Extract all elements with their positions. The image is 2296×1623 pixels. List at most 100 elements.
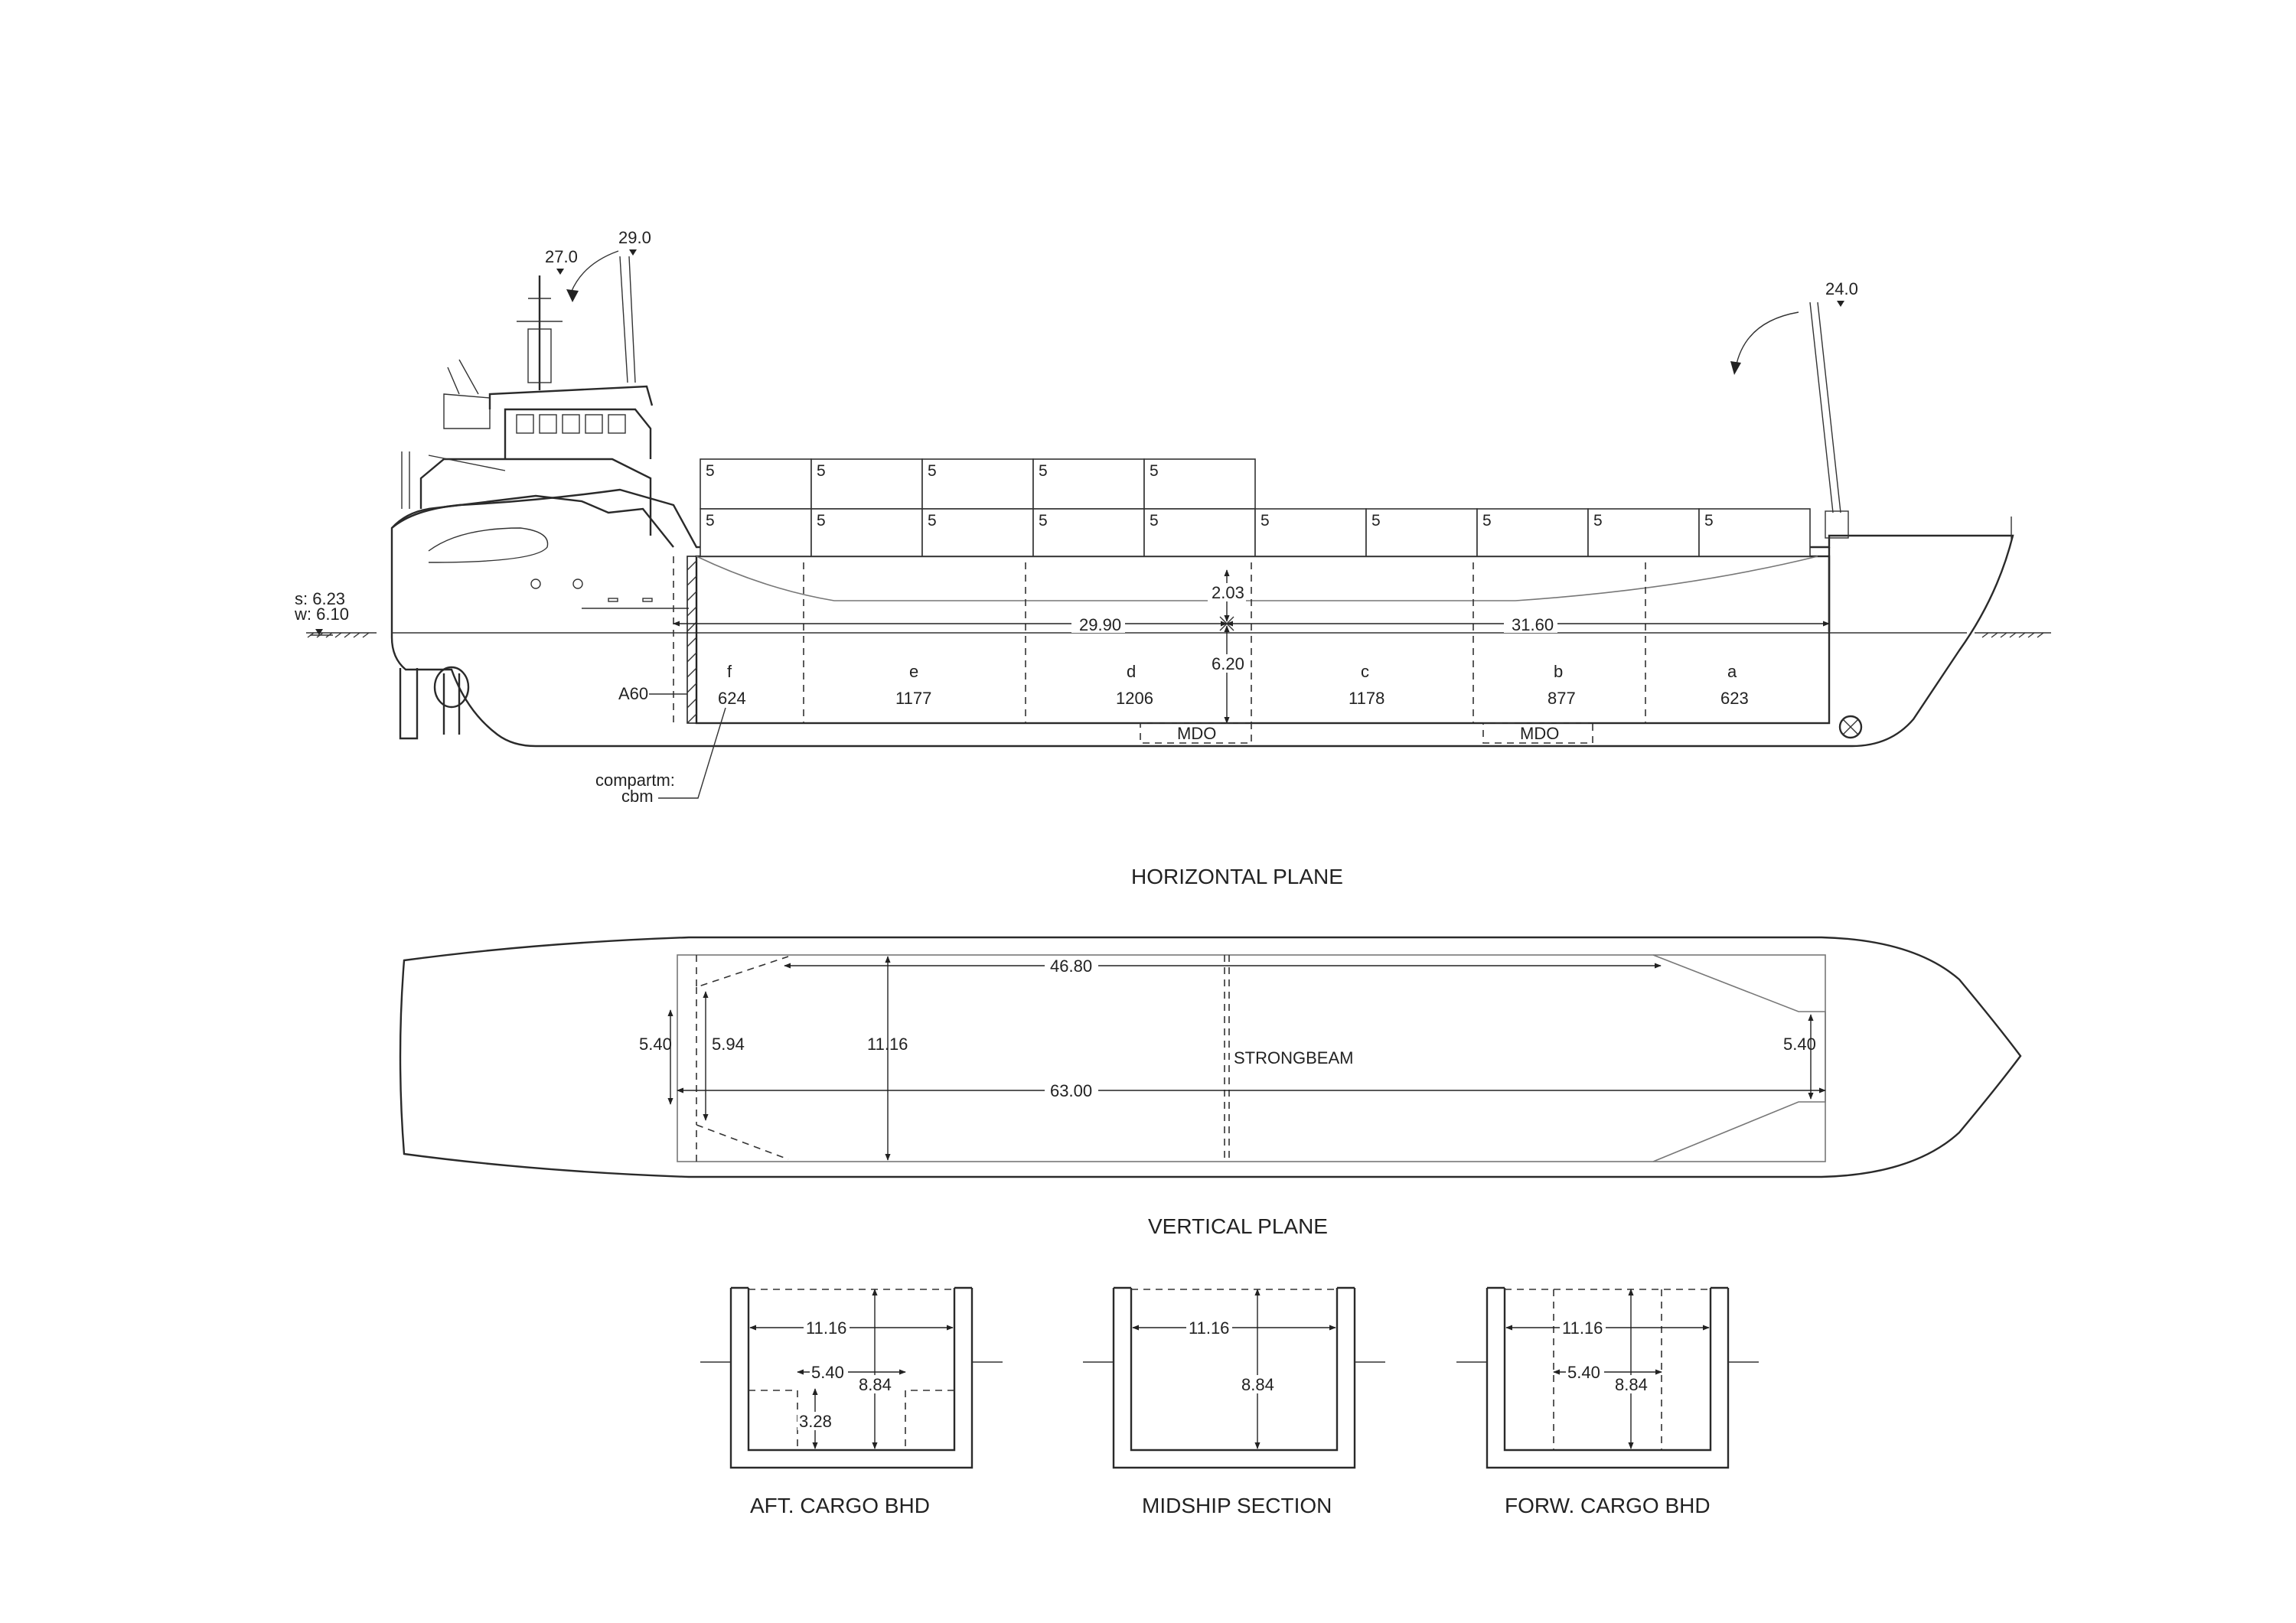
container	[1587, 508, 1700, 557]
container	[1365, 508, 1478, 557]
dim-label-bg	[1240, 1375, 1278, 1393]
a60-label: A60	[618, 684, 648, 703]
bow-thruster	[1838, 715, 1863, 739]
container-label: 5	[1371, 512, 1381, 530]
aft-crane-jib-1	[619, 256, 628, 383]
dim-height-lower-label: 6.20	[1212, 654, 1244, 673]
container-tier-upper: 5 5 5 5 5	[700, 458, 1256, 510]
bridge-window-4	[585, 414, 603, 434]
section-inner	[747, 1288, 956, 1452]
mdo-tank-2	[1482, 722, 1593, 744]
container	[700, 458, 812, 510]
profile-view: 29.0 27.0 s: 6.23 w: 6.10	[294, 228, 2051, 806]
section-outer	[1486, 1288, 1730, 1469]
container	[1143, 508, 1256, 557]
section-outer	[1112, 1288, 1356, 1469]
compartment-legend-line1: compartm:	[595, 771, 675, 790]
container-label: 5	[706, 462, 715, 480]
crane-height-29: 29.0	[618, 228, 651, 256]
bow-thruster-cross	[1842, 719, 1859, 735]
bridge-window-1	[516, 414, 534, 434]
bridge-wing	[443, 393, 491, 429]
legend-leader	[658, 707, 726, 799]
crane-height-27: 27.0	[545, 247, 578, 275]
dim-label-bg	[1566, 1363, 1604, 1381]
a60-bulkhead-hatch	[687, 560, 697, 724]
container	[921, 458, 1034, 510]
container	[1476, 508, 1589, 557]
container-label: 5	[706, 512, 715, 530]
container	[1032, 458, 1145, 510]
strongbeam-label: STRONGBEAM	[1234, 1048, 1353, 1067]
container-label: 5	[1150, 512, 1159, 530]
container-label: 5	[1150, 462, 1159, 480]
dim-width-aft-inner-label: 5.94	[712, 1035, 745, 1054]
propeller-blades	[442, 673, 461, 735]
dim-step-height-label: 3.28	[799, 1412, 832, 1431]
container-label: 5	[928, 462, 937, 480]
dim-label-bg	[857, 1375, 895, 1393]
mdo-label: MDO	[1177, 724, 1216, 743]
dim-len-aft-label: 29.90	[1079, 615, 1121, 634]
container	[1698, 508, 1811, 557]
dim-label-bg	[797, 1412, 836, 1430]
compartment-cbm: 1178	[1349, 689, 1384, 708]
compartment-id: a	[1727, 662, 1737, 681]
section-inner	[1503, 1288, 1712, 1452]
dim-width-fwd-label: 5.40	[1783, 1035, 1816, 1054]
dim-height-label: 8.84	[859, 1375, 892, 1394]
dim-label-bg	[1045, 957, 1098, 975]
bridge-roof	[488, 385, 654, 409]
dim-label-bg	[810, 1363, 848, 1381]
dim-label-bg	[1504, 614, 1557, 633]
container-label: 5	[817, 512, 826, 530]
accommodation-block	[419, 458, 652, 536]
aft-crane-swing-arrowhead	[566, 289, 579, 302]
container	[810, 508, 923, 557]
compartment-id: e	[909, 662, 918, 681]
container	[810, 458, 923, 510]
aft-taper-lower	[696, 1123, 789, 1162]
compartment-cbm: 624	[718, 689, 746, 708]
dim-label-bg	[1560, 1318, 1606, 1337]
mdo-tank-1	[1140, 722, 1252, 744]
section-aft-cargo-bhd: 11.16 5.40 8.84 3.28 AFT. CARGO BHD	[700, 1286, 1003, 1517]
fwd-crane-pedestal	[1825, 510, 1849, 539]
fwd-crane-swing-arc	[1735, 311, 1799, 368]
compartment-id: d	[1127, 662, 1136, 681]
bridge-window-2	[539, 414, 557, 434]
container	[700, 508, 812, 557]
crane-height-label: 27.0	[545, 247, 578, 266]
porthole-1	[530, 578, 541, 589]
dim-height-label: 8.84	[1615, 1375, 1648, 1394]
dim-label-bg	[1613, 1375, 1652, 1393]
dim-inner-width-label: 5.40	[811, 1363, 844, 1382]
compartment-cbm: 1177	[895, 689, 931, 708]
cargo-hold	[695, 555, 1831, 725]
funnel	[447, 359, 479, 395]
dim-inner-width-label: 5.40	[1567, 1363, 1600, 1382]
dim-label-bg	[1045, 1081, 1098, 1100]
container-label: 5	[1261, 512, 1270, 530]
dim-label-bg	[1186, 1318, 1232, 1337]
hold-bottom-curve	[696, 556, 1818, 601]
dim-len-main-label: 46.80	[1050, 957, 1092, 976]
bridge	[504, 408, 652, 459]
compartment-cbm: 877	[1548, 689, 1576, 708]
dim-width-mid-label: 11.16	[867, 1035, 908, 1054]
section-outer	[729, 1288, 974, 1469]
dim-len-total-label: 63.00	[1050, 1081, 1092, 1100]
dim-label-bg	[1208, 654, 1246, 673]
compartment-cbm: 623	[1720, 689, 1749, 708]
dim-origin-cross	[1219, 616, 1234, 631]
container-label: 5	[1039, 512, 1048, 530]
porthole-2	[572, 578, 583, 589]
container-tier-lower: 5 5 5 5 5 5 5 5 5 5	[700, 508, 1811, 557]
section-forw-cargo-bhd: 11.16 5.40 8.84 FORW. CARGO BHD	[1456, 1286, 1759, 1517]
container-label: 5	[1704, 512, 1714, 530]
dim-label-bg	[804, 1318, 850, 1337]
section-inner	[1130, 1288, 1339, 1452]
container-label: 5	[1482, 512, 1492, 530]
draught-summer: s: 6.23	[295, 589, 345, 608]
bridge-window-5	[608, 414, 626, 434]
